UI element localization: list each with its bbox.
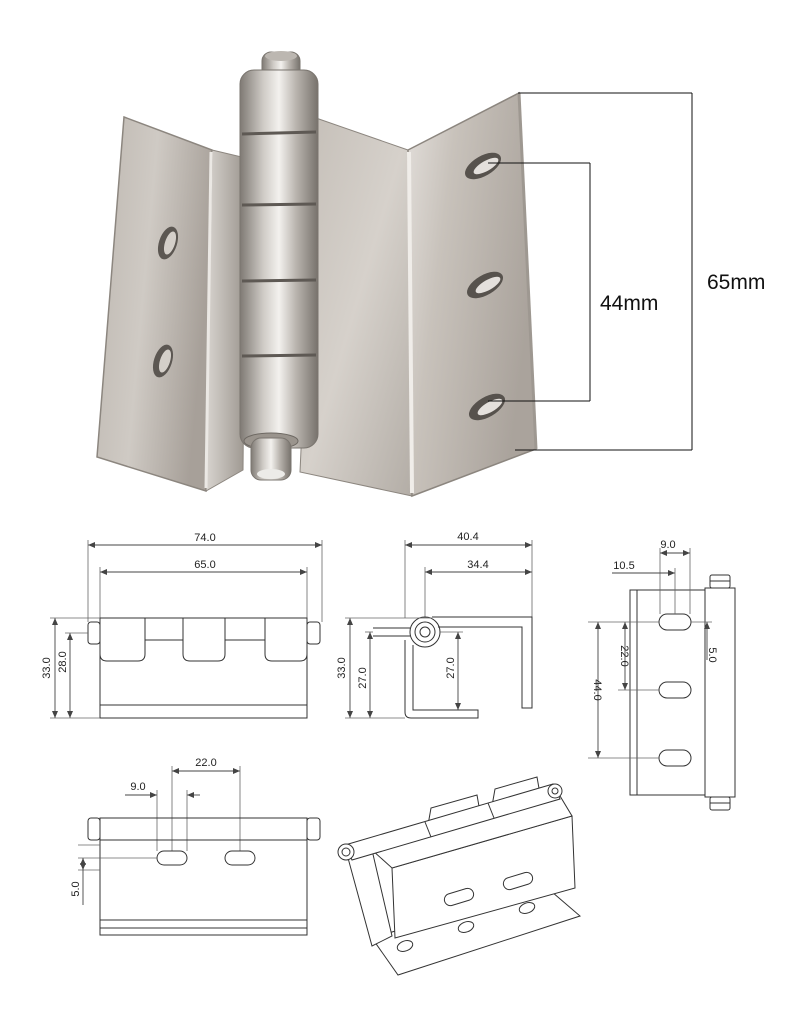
top-slot-left [156, 850, 188, 866]
leaf-slot-bottom [658, 749, 692, 767]
side-knuckle-pin [419, 626, 431, 638]
leaf-slot-span-label: 44.0 [591, 679, 603, 700]
leaf-slot-pitch-label: 22.0 [618, 645, 630, 666]
iso-left-leaf-face [347, 849, 393, 947]
front-knuckle-tab-2 [182, 618, 226, 662]
top-edge-offset-label: 5.0 [70, 881, 82, 896]
iso-pin-right [547, 783, 563, 799]
front-view-drawing: 74.0 65.0 33.0 28.0 [41, 532, 323, 719]
side-knuckle-middle [414, 621, 436, 643]
front-knuckle-tab-3 [264, 618, 308, 662]
side-depth-label: 40.4 [457, 531, 478, 543]
top-slot-right [224, 850, 256, 866]
right-slot-middle-inner [475, 276, 501, 294]
top-slot-length-label: 9.0 [130, 781, 145, 793]
leaf-slot-offset-label: 10.5 [613, 560, 634, 572]
front-pin-height-label: 28.0 [57, 651, 69, 672]
hole-pitch-label: 44mm [600, 292, 658, 315]
hinge-photo: 65mm 44mm [96, 51, 765, 498]
right-slot-bottom-inner [477, 398, 503, 416]
hinge-pin-bottom-tip [257, 469, 285, 479]
left-flange [96, 115, 213, 493]
right-slot-top-inner [473, 157, 499, 175]
front-width-label: 74.0 [194, 532, 215, 544]
side-right-height-label: 27.0 [445, 657, 457, 678]
side-left-height-label: 27.0 [357, 667, 369, 688]
top-slot-pitch-label: 22.0 [195, 757, 216, 769]
hinge-pin-top-cap [265, 51, 297, 61]
overall-height-label: 65mm [707, 271, 765, 294]
iso-bottom-hole [457, 921, 475, 933]
iso-pin-right-inner [551, 787, 559, 795]
front-pin-left [87, 621, 101, 645]
front-hinge-body [99, 617, 308, 719]
front-knuckle-tab-1 [99, 618, 146, 662]
iso-front-slot-right [502, 871, 534, 891]
iso-front-slot-left [443, 887, 475, 907]
leaf-slot-top [658, 613, 692, 631]
knuckle-joint-2 [241, 202, 317, 207]
hinge-pin-bottom [250, 437, 292, 481]
leaf-knuckle [704, 587, 736, 798]
overall-height-annotation: 65mm [515, 92, 765, 451]
top-pin-left [87, 817, 101, 841]
iso-knuckle-joint [424, 821, 432, 838]
leaf-view-drawing: 9.0 10.5 22.0 44.0 5.0 [588, 539, 736, 811]
knuckle-joint-3 [241, 278, 317, 283]
side-view-drawing: 40.4 34.4 33.0 27.0 27.0 [336, 531, 533, 719]
side-height-label: 33.0 [336, 657, 348, 678]
top-hinge-body [99, 817, 308, 936]
hinge-knuckle [239, 69, 319, 449]
iso-bottom-hole [396, 940, 414, 952]
iso-pin-left-inner [341, 847, 351, 857]
iso-bottom-hole [518, 902, 536, 914]
left-slot-upper-inner [163, 231, 177, 255]
left-slot-lower-inner [158, 349, 172, 373]
left-bend-highlight [204, 151, 213, 489]
front-pin-right [306, 621, 321, 645]
hole-pitch-annotation: 44mm [488, 162, 658, 402]
leaf-edge-offset-label: 5.0 [706, 647, 718, 662]
front-leaf-width-label: 65.0 [194, 559, 215, 571]
leaf-slot-length-label: 9.0 [660, 539, 675, 551]
side-left-leaf [404, 640, 479, 719]
right-bend-highlight [407, 151, 414, 494]
knuckle-joint-1 [241, 130, 317, 136]
leaf-slot-middle [658, 681, 692, 699]
knuckle-joint-4 [241, 353, 317, 358]
front-height-label: 33.0 [41, 657, 53, 678]
top-view-drawing: 22.0 9.0 5.0 [70, 757, 321, 936]
right-flange-edge [517, 92, 538, 450]
isometric-view-drawing [337, 776, 582, 976]
side-inner-depth-label: 34.4 [467, 559, 488, 571]
iso-pin-left [337, 843, 355, 861]
iso-knuckle-joint [487, 802, 495, 819]
top-pin-right [306, 817, 321, 841]
side-right-leaf [432, 616, 533, 709]
